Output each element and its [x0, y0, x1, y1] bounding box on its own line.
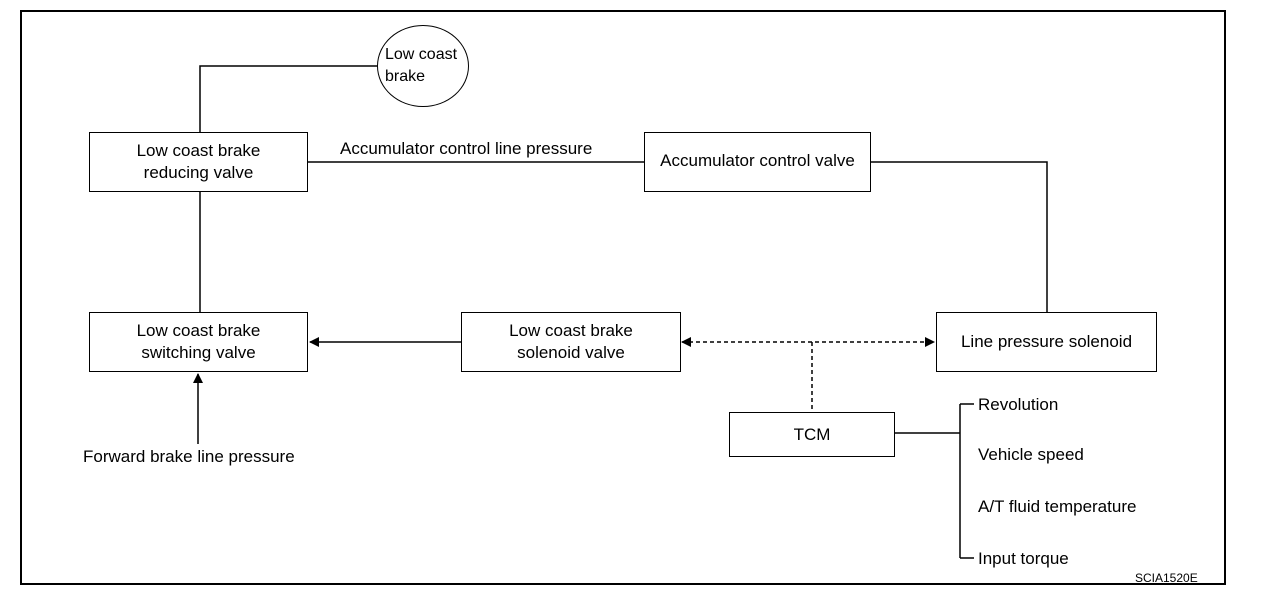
tcm-input-revolution: Revolution: [978, 395, 1059, 414]
solenoid-valve-line2: solenoid valve: [517, 343, 625, 362]
line-brake-to-reducing: [199, 65, 377, 132]
tcm-box: TCM: [729, 412, 895, 457]
switching-valve-line2: switching valve: [141, 343, 256, 362]
accumulator-control-valve-label: Accumulator control valve: [660, 151, 855, 170]
low-coast-brake-line1: Low coast: [385, 46, 458, 63]
tcm-input-fluid-temperature: A/T fluid temperature: [978, 497, 1137, 516]
switching-valve-box: Low coast brake switching valve: [89, 312, 308, 372]
low-coast-brake-line2: brake: [385, 68, 426, 85]
accumulator-control-valve-box: Accumulator control valve: [644, 132, 871, 192]
reducing-valve-box: Low coast brake reducing valve: [89, 132, 308, 192]
low-coast-brake-circle: Low coast brake: [377, 25, 469, 107]
reducing-valve-line1: Low coast brake: [136, 141, 261, 160]
accumulator-line-pressure-label: Accumulator control line pressure: [340, 139, 593, 158]
reducing-valve-line2: reducing valve: [143, 163, 254, 182]
solenoid-valve-box: Low coast brake solenoid valve: [461, 312, 681, 372]
diagram-frame: [20, 10, 1226, 585]
solenoid-valve-line1: Low coast brake: [509, 321, 633, 340]
line-pressure-solenoid-box: Line pressure solenoid: [936, 312, 1157, 372]
tcm-input-torque: Input torque: [978, 549, 1069, 568]
line-pressure-solenoid-label: Line pressure solenoid: [960, 332, 1133, 351]
figure-code: SCIA1520E: [1135, 571, 1198, 585]
line-accumulator-to-solenoid: [871, 161, 1048, 312]
tcm-label: TCM: [793, 424, 831, 444]
tcm-input-vehicle-speed: Vehicle speed: [978, 445, 1084, 464]
forward-brake-line-pressure-label: Forward brake line pressure: [83, 447, 295, 466]
switching-valve-line1: Low coast brake: [136, 321, 261, 340]
